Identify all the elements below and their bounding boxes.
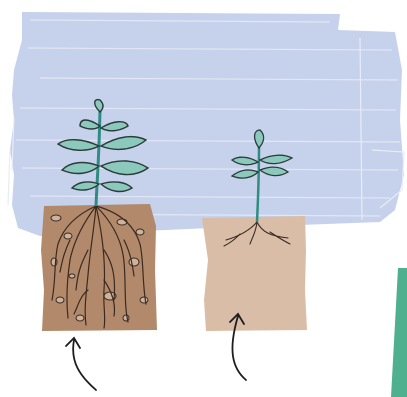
curved-arrow-icon xyxy=(66,338,96,390)
accent-bar xyxy=(391,268,407,397)
sky-background xyxy=(8,12,404,236)
poor-soil-block xyxy=(202,216,307,331)
rich-soil-block xyxy=(41,204,157,331)
